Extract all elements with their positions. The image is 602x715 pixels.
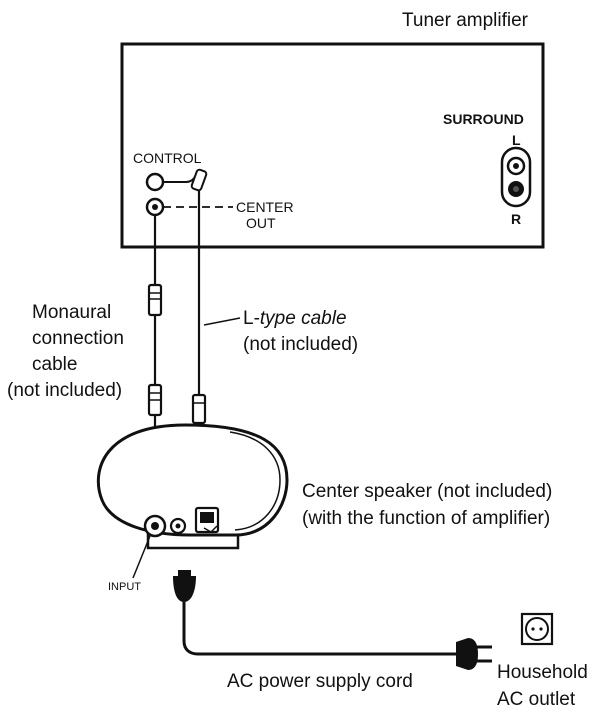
speaker-ac-inlet-wave — [203, 525, 218, 533]
speaker-label-2: (with the function of amplifier) — [302, 508, 550, 529]
ltype-label-2: (not included) — [243, 334, 358, 355]
ltype-leader — [203, 317, 241, 326]
ltype-plug-bottom — [191, 393, 207, 425]
center-out-label-1: CENTER — [236, 199, 294, 215]
tuner-amplifier-label: Tuner amplifier — [402, 10, 529, 31]
ltype-label-1: L-type cable — [243, 308, 347, 329]
speaker-front-inner — [229, 431, 281, 531]
control-jack — [145, 172, 165, 192]
speaker-label-1: Center speaker (not included) — [302, 481, 552, 502]
monaural-label-3: cable — [32, 354, 77, 375]
speaker-ac-inlet-socket — [200, 512, 214, 523]
household-outlet-hole-right — [539, 627, 543, 631]
power-cord-label: AC power supply cord — [227, 671, 413, 692]
input-label: INPUT — [108, 581, 141, 593]
household-outlet-hole-left — [531, 627, 535, 631]
ac-plug-at-speaker — [173, 576, 196, 602]
input-leader — [132, 535, 151, 579]
outlet-label-1: Household — [497, 662, 588, 683]
surround-l-jack-center — [513, 163, 519, 169]
speaker-control-jack-center — [175, 523, 181, 529]
surround-l-label: L — [512, 132, 521, 148]
center-out-jack-center — [152, 204, 158, 210]
tuner-amplifier-box — [120, 42, 545, 249]
surround-jack-panel — [500, 146, 532, 208]
ltype-label-italic: type cable — [260, 308, 347, 329]
monaural-plug-top — [147, 283, 163, 317]
speaker-body — [96, 423, 289, 537]
center-out-label-2: OUT — [246, 215, 276, 231]
monaural-label-4: (not included) — [7, 380, 122, 401]
surround-label: SURROUND — [443, 111, 524, 127]
surround-r-label: R — [511, 211, 521, 227]
ltype-label-prefix: L- — [243, 308, 260, 329]
speaker-input-jack-center — [151, 522, 159, 530]
monaural-label-2: connection — [32, 328, 124, 349]
ac-power-cord — [182, 602, 456, 656]
ac-plug-at-speaker-neck — [178, 570, 191, 578]
household-outlet-face — [525, 617, 549, 641]
outlet-label-2: AC outlet — [497, 689, 576, 710]
control-label: CONTROL — [133, 150, 202, 166]
monaural-label-1: Monaural — [32, 302, 111, 323]
ac-wall-plug — [456, 638, 478, 670]
ltype-plug-head — [190, 168, 208, 192]
surround-r-jack-center — [513, 186, 519, 192]
